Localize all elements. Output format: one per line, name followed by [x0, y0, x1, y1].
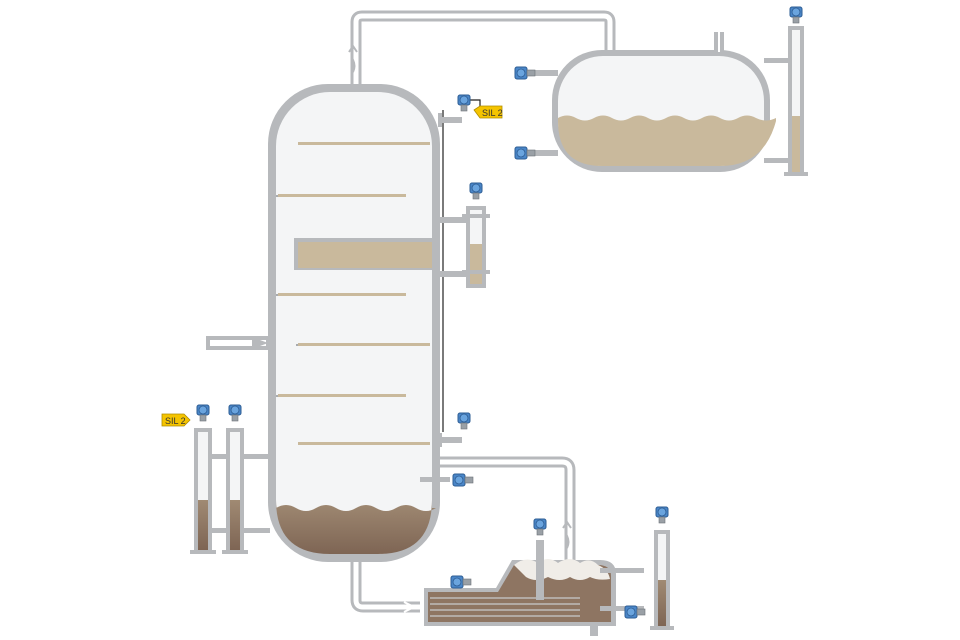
- column-nozzles: [420, 113, 470, 482]
- pipe-outlines: [353, 13, 613, 610]
- tray-liquid: [278, 142, 430, 445]
- transmitter-icon: [452, 473, 474, 487]
- sil-tag-upper-label: SIL 2: [482, 108, 503, 118]
- drum-level-gauge: [784, 26, 808, 176]
- column-level-gauge: [462, 206, 490, 288]
- distillation-column: [268, 84, 440, 562]
- transmitter-icon: [789, 6, 803, 24]
- drum-liquid: [558, 115, 776, 166]
- reboiler-tubes: [430, 597, 580, 617]
- sil-tag-lower-label: SIL 2: [165, 416, 186, 426]
- transmitter-icon: [196, 404, 210, 422]
- drum-nozzles: [528, 58, 790, 163]
- transmitter-icon: [514, 66, 536, 80]
- flow-arrow-icon: [348, 44, 572, 613]
- feed-inlet: [206, 336, 268, 350]
- transmitter-icon: [655, 506, 669, 524]
- transmitter-icon: [450, 575, 472, 589]
- reflux-drum: [552, 32, 776, 172]
- sil-tag-icon: SIL 2: [161, 413, 191, 427]
- column-bottom-liquid: [276, 500, 436, 554]
- transmitter-icon: [457, 412, 471, 430]
- transmitter-icon: [228, 404, 242, 422]
- transmitter-icon: [469, 182, 483, 200]
- transmitter-icon: [457, 94, 471, 112]
- reboiler: [424, 540, 644, 636]
- bottom-level-gauge-2: [222, 428, 248, 554]
- transmitter-icon: [533, 518, 547, 536]
- reboiler-level-gauge: [650, 530, 674, 630]
- bottoms-line: [350, 555, 420, 613]
- transmitter-icon: [514, 146, 536, 160]
- side-draw-tray: [294, 238, 432, 270]
- sil-tag-icon: SIL 2: [473, 105, 503, 119]
